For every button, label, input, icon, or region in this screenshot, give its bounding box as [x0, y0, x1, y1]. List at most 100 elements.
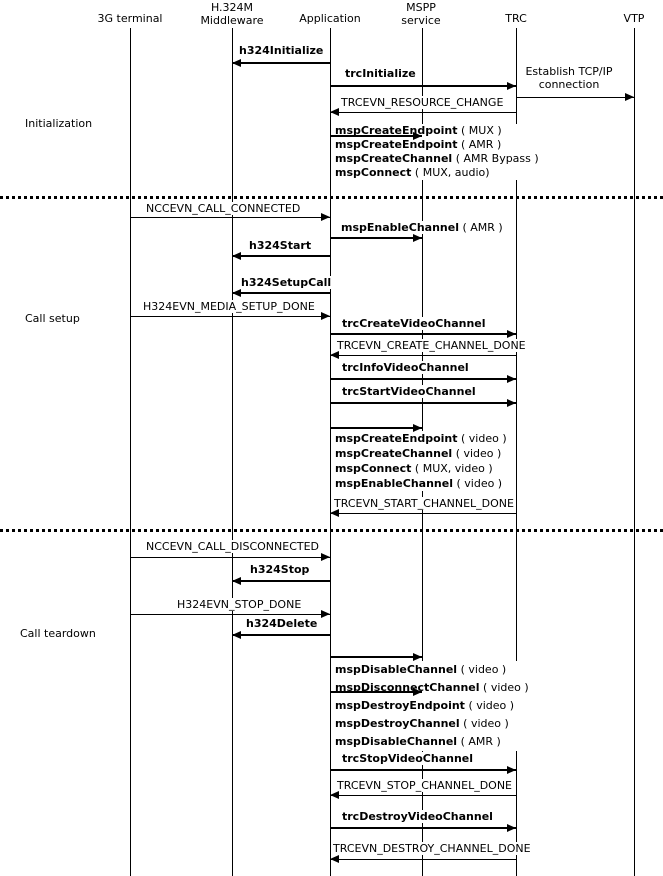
arrow-h324initialize	[232, 58, 330, 67]
call-fn: mspCreateEndpoint	[335, 432, 458, 445]
call-args: ( MUX )	[457, 124, 502, 137]
arrowhead-icon	[507, 765, 516, 774]
call-fn: mspCreateEndpoint	[335, 138, 458, 151]
arrow-trc-info-video-channel	[330, 374, 516, 383]
label-nccevn-call-disconnected: NCCEVN_CALL_DISCONNECTED	[145, 540, 321, 553]
label-trc-start-video-channel: trcStartVideoChannel	[341, 385, 477, 398]
arrowhead-icon	[330, 509, 339, 517]
call-item: mspCreateEndpoint ( AMR )	[335, 138, 539, 152]
arrowhead-icon	[330, 855, 339, 863]
arrow-msp-teardown-calls-1	[330, 652, 422, 661]
label-trcevn-destroy-channel-done: TRCEVN_DESTROY_CHANNEL_DONE	[332, 842, 532, 855]
call-args: ( video )	[479, 681, 529, 694]
arrow-trcevn-destroy-channel-done	[330, 855, 516, 863]
arrow-trcinitialize	[330, 81, 516, 90]
label-trcevn-resource-change: TRCEVN_RESOURCE_CHANGE	[340, 96, 505, 109]
msp-setup-call-block: mspCreateEndpoint ( video ) mspCreateCha…	[334, 431, 508, 491]
label-h324delete: h324Delete	[245, 617, 319, 630]
call-fn: mspDisconnectChannel	[335, 681, 480, 694]
call-item: mspConnect ( MUX, audio)	[335, 166, 539, 180]
arrowhead-icon	[507, 329, 516, 338]
arrowhead-icon	[330, 108, 339, 116]
arrowhead-icon	[413, 687, 422, 696]
column-header-trc: TRC	[505, 12, 527, 25]
label-trcevn-create-channel-done: TRCEVN_CREATE_CHANNEL_DONE	[336, 339, 527, 352]
column-header-mspp-service: MSPP service	[401, 1, 441, 27]
call-item: mspDestroyChannel ( video )	[335, 715, 529, 733]
call-args: ( AMR )	[458, 221, 503, 234]
arrowhead-icon	[413, 233, 422, 242]
phase-separator-2	[0, 529, 663, 532]
arrow-trc-create-video-channel	[330, 329, 516, 338]
column-header-3g-terminal: 3G terminal	[97, 12, 163, 25]
label-h324setupcall: h324SetupCall	[240, 276, 333, 289]
call-fn: mspDisableChannel	[335, 663, 458, 676]
lifeline-vtp	[634, 28, 635, 876]
call-fn: mspEnableChannel	[341, 221, 459, 234]
arrow-msp-teardown-calls-2	[330, 687, 422, 696]
call-item: mspDisableChannel ( video )	[335, 661, 529, 679]
arrowhead-icon	[625, 93, 634, 101]
lifeline-3g-terminal	[130, 28, 131, 876]
call-item: mspDestroyEndpoint ( video )	[335, 697, 529, 715]
arrow-h324evn-media-setup-done	[130, 312, 330, 320]
call-item: mspCreateChannel ( AMR Bypass )	[335, 152, 539, 166]
label-trc-stop-video-channel: trcStopVideoChannel	[341, 752, 475, 765]
arrow-h324stop	[232, 576, 330, 585]
phase-label-initialization: Initialization	[25, 117, 93, 130]
arrow-nccevn-call-connected	[130, 213, 330, 221]
arrowhead-icon	[232, 288, 241, 297]
label-nccevn-call-connected: NCCEVN_CALL_CONNECTED	[145, 202, 302, 215]
label-trcevn-stop-channel-done: TRCEVN_STOP_CHANNEL_DONE	[336, 779, 514, 792]
label-trc-destroy-video-channel: trcDestroyVideoChannel	[341, 810, 494, 823]
call-args: ( MUX, video )	[411, 462, 493, 475]
arrow-nccevn-call-disconnected	[130, 553, 330, 561]
call-fn: mspConnect	[335, 166, 412, 179]
arrowhead-icon	[321, 553, 330, 561]
call-args: ( video )	[464, 699, 515, 712]
label-h324initialize: h324Initialize	[238, 44, 325, 57]
arrowhead-icon	[507, 81, 516, 90]
phase-label-call-teardown: Call teardown	[20, 627, 96, 640]
call-item: mspConnect ( MUX, video )	[335, 461, 507, 476]
arrow-establish-tcpip	[516, 93, 634, 101]
arrow-trcevn-start-channel-done	[330, 509, 516, 517]
call-fn: mspCreateChannel	[335, 152, 453, 165]
lifeline-h324m-middleware	[232, 28, 233, 876]
arrow-trcevn-create-channel-done	[330, 351, 516, 359]
arrow-trcevn-stop-channel-done	[330, 791, 516, 799]
call-args: ( video )	[459, 717, 509, 730]
lifeline-trc	[516, 28, 517, 876]
column-header-vtp: VTP	[623, 12, 645, 25]
label-trc-create-video-channel: trcCreateVideoChannel	[341, 317, 487, 330]
arrow-msp-init-calls	[330, 131, 422, 140]
arrowhead-icon	[232, 251, 241, 260]
arrowhead-icon	[232, 58, 241, 67]
arrow-h324evn-stop-done	[130, 610, 330, 618]
arrow-h324setupcall	[232, 288, 330, 297]
label-h324stop: h324Stop	[249, 563, 311, 576]
arrowhead-icon	[321, 213, 330, 221]
arrowhead-icon	[507, 398, 516, 407]
call-fn: mspDisableChannel	[335, 735, 458, 748]
call-item: mspEnableChannel ( video )	[335, 476, 507, 491]
arrowhead-icon	[321, 610, 330, 618]
arrowhead-icon	[413, 131, 422, 140]
arrow-trc-destroy-video-channel	[330, 823, 516, 832]
arrowhead-icon	[232, 630, 241, 639]
call-item: mspCreateChannel ( video )	[335, 446, 507, 461]
call-fn: mspCreateChannel	[335, 447, 453, 460]
call-fn: mspDestroyChannel	[335, 717, 460, 730]
call-fn: mspDestroyEndpoint	[335, 699, 465, 712]
arrowhead-icon	[413, 652, 422, 661]
call-args: ( MUX, audio)	[411, 166, 490, 179]
call-fn: mspConnect	[335, 462, 412, 475]
call-args: ( video )	[452, 477, 503, 490]
call-item: mspDisconnectChannel ( video )	[335, 679, 529, 697]
label-establish-tcpip-connection: Establish TCP/IP connection	[518, 65, 620, 91]
arrowhead-icon	[330, 791, 339, 799]
msp-teardown-call-block: mspDisableChannel ( video ) mspDisconnec…	[334, 661, 530, 751]
call-args: ( AMR )	[457, 138, 502, 151]
arrowhead-icon	[507, 823, 516, 832]
